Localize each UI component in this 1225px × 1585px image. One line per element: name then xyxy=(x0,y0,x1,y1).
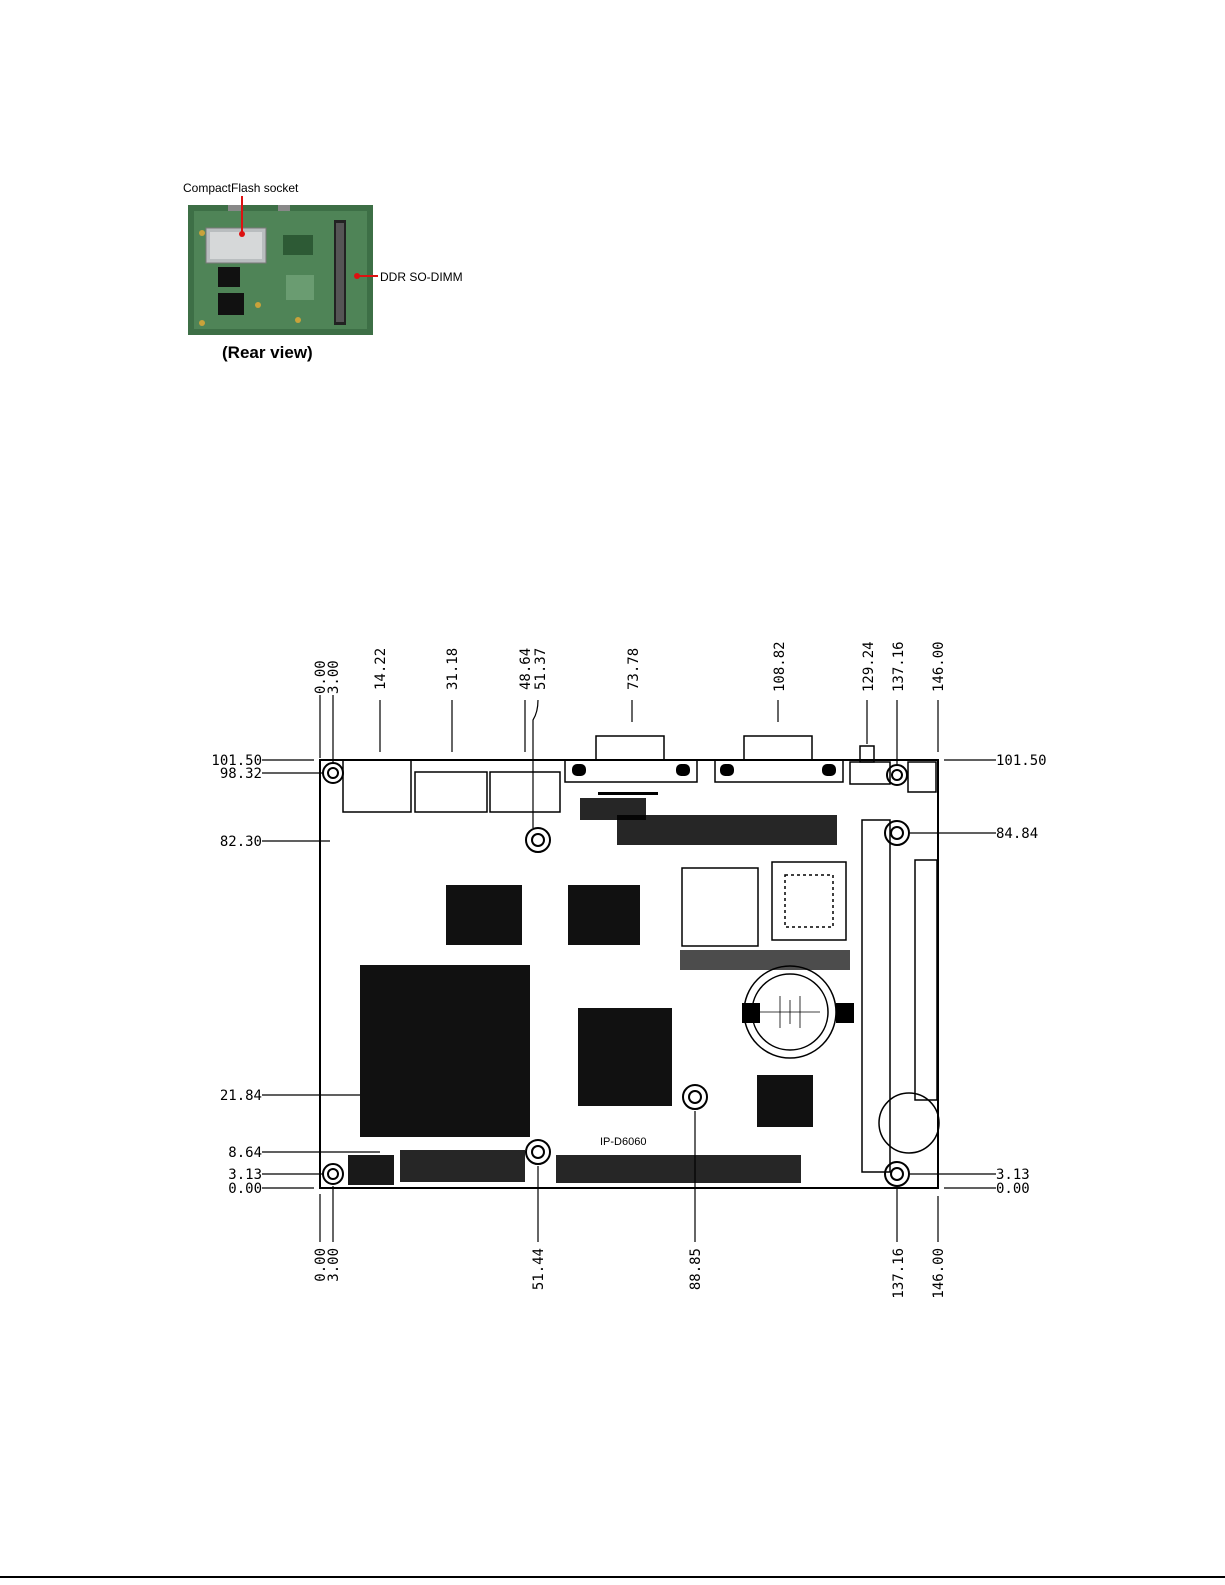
dim-top-label: 129.24 xyxy=(861,641,877,692)
dim-top-label: 146.00 xyxy=(931,641,947,692)
dim-bottom-label: 146.00 xyxy=(931,1248,947,1299)
dim-top-label: 51.37 xyxy=(533,648,549,690)
dim-top-label: 48.64 xyxy=(518,648,534,690)
dim-top-label: 108.82 xyxy=(772,641,788,692)
cpu-chip xyxy=(360,965,530,1137)
dim-right-label: 84.84 xyxy=(996,826,1038,842)
dim-left-label: 0.00 xyxy=(228,1181,262,1197)
com-connector-shell xyxy=(596,736,664,760)
dim-left-label: 8.64 xyxy=(228,1145,262,1161)
dim-top-label: 137.16 xyxy=(891,641,907,692)
dim-right-label: 0.00 xyxy=(996,1181,1030,1197)
dim-top-label: 14.22 xyxy=(373,648,389,690)
chipset-chip xyxy=(578,1008,672,1106)
dim-right-label: 101.50 xyxy=(996,753,1047,769)
bga-chip xyxy=(568,885,640,945)
dim-bottom-label: 88.85 xyxy=(688,1248,704,1290)
dim-bottom-label: 3.00 xyxy=(326,1248,342,1282)
dim-left-label: 82.30 xyxy=(220,834,262,850)
dim-left-label: 98.32 xyxy=(220,766,262,782)
dim-top-label: 31.18 xyxy=(445,648,461,690)
dim-top-label: 3.00 xyxy=(326,660,342,694)
dim-bottom-label: 137.16 xyxy=(891,1248,907,1299)
board-model-label: IP-D6060 xyxy=(600,1136,646,1148)
io-chip xyxy=(757,1075,813,1127)
dim-top-label: 73.78 xyxy=(626,648,642,690)
dim-bottom-label: 51.44 xyxy=(531,1248,547,1290)
bga-chip xyxy=(446,885,522,945)
page-bottom-rule xyxy=(0,1576,1225,1578)
dim-left-label: 21.84 xyxy=(220,1088,262,1104)
vga-connector-shell xyxy=(744,736,812,760)
